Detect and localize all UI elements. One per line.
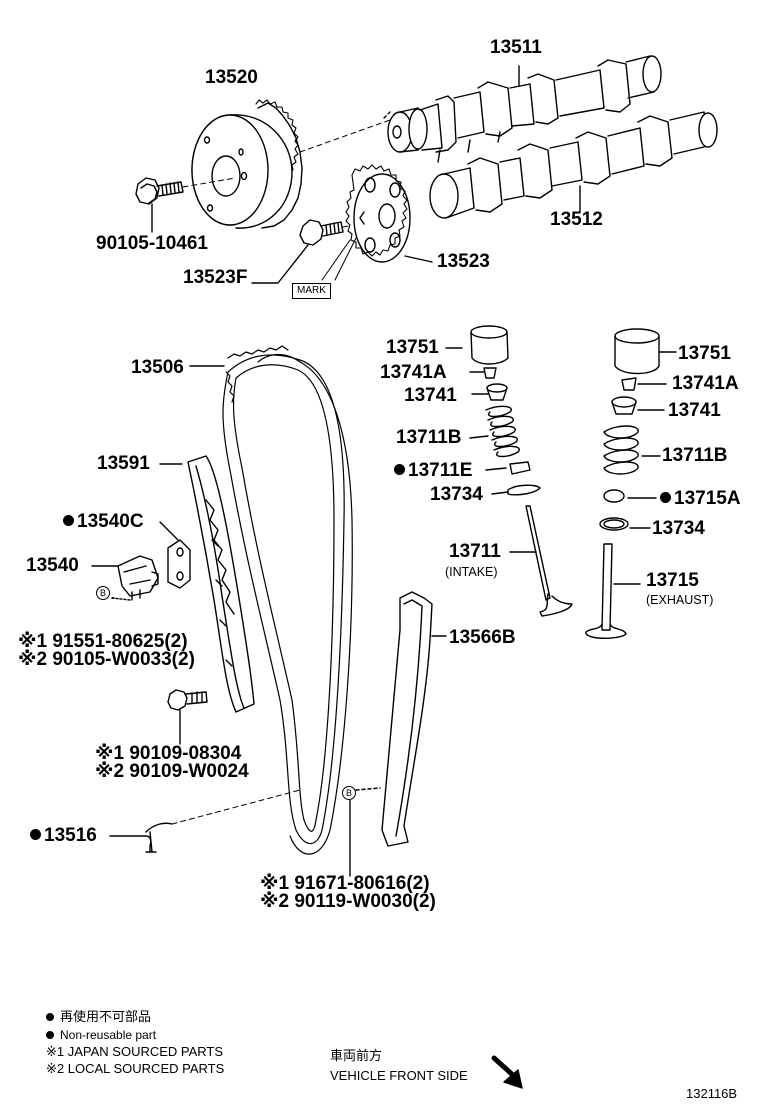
label-13540C: 13540C (63, 512, 144, 532)
label-13506: 13506 (131, 357, 184, 378)
legend-nonreuse-en: Non-reusable part (46, 1027, 156, 1043)
label-13523F: 13523F (183, 267, 248, 288)
vvt-sprocket-13520 (191, 99, 303, 229)
label-13711E-text: 13711E (408, 460, 473, 481)
label-13523: 13523 (437, 251, 490, 272)
label-13734-intake: 13734 (430, 484, 483, 505)
label-13741A-exhaust: 13741A (672, 373, 739, 394)
label-90109-W0024: ※2 90109-W0024 (95, 761, 249, 782)
label-13751-intake: 13751 (386, 337, 439, 358)
label-13711B-exhaust: 13711B (662, 445, 728, 466)
camshaft-13511 (383, 55, 662, 163)
nonreusable-dot-icon (660, 491, 671, 503)
label-13711B-intake: 13711B (396, 427, 462, 448)
bolt-90105-10461 (135, 177, 236, 233)
label-intake: (INTAKE) (445, 565, 498, 579)
label-13591: 13591 (97, 453, 150, 474)
legend-nonreuse-en-text: Non-reusable part (60, 1028, 157, 1042)
timing-chain-13506 (189, 345, 353, 855)
label-13540: 13540 (26, 555, 79, 576)
label-exhaust: (EXHAUST) (646, 593, 714, 607)
bullet-dot-icon (46, 1012, 54, 1021)
intake-valve-train (445, 325, 573, 617)
label-90105-W0033: ※2 90105-W0033(2) (18, 649, 195, 670)
label-13711: 13711 (449, 541, 501, 562)
front-arrow-icon (491, 1055, 523, 1089)
label-91551-80625: ※1 91551-80625(2) (18, 631, 188, 652)
nonreusable-dot-icon (30, 828, 41, 840)
tensioner-plate-13540C (159, 521, 191, 589)
label-90109-08304: ※1 90109-08304 (95, 743, 242, 764)
exhaust-valve-train (585, 328, 677, 639)
bolt-13523F (251, 219, 373, 284)
label-90105-10461: 90105-10461 (96, 233, 208, 254)
oil-nozzle-13516 (109, 789, 301, 853)
nonreusable-dot-icon (63, 514, 74, 526)
mark-box: MARK (292, 283, 331, 299)
label-13715: 13715 (646, 570, 699, 591)
label-13734-exhaust: 13734 (652, 518, 705, 539)
sprocket-13523 (321, 164, 433, 281)
legend-nonreuse-jp: 再使用不可部品 (46, 1009, 151, 1025)
tensioner-13540 (91, 555, 159, 601)
legend-nonreuse-jp-text: 再使用不可部品 (60, 1009, 152, 1024)
chain-slipper-13591 (159, 455, 255, 713)
figure-code: 132116B (686, 1086, 738, 1101)
label-13741-intake: 13741 (404, 385, 457, 406)
camshaft-13512 (429, 111, 718, 219)
label-13711E: 13711E (394, 461, 472, 481)
bullet-dot-icon (46, 1030, 54, 1039)
label-91671-80616: ※1 91671-80616(2) (260, 873, 430, 894)
bolt-90109 (167, 689, 208, 745)
legend-note-2: ※2 LOCAL SOURCED PARTS (46, 1061, 225, 1076)
nonreusable-dot-icon (394, 463, 405, 475)
label-13715A: 13715A (660, 489, 741, 509)
label-13566B: 13566B (449, 627, 516, 648)
label-13715A-text: 13715A (674, 488, 741, 509)
legend-front-jp: 車両前方 (330, 1048, 383, 1063)
label-13751-exhaust: 13751 (678, 343, 731, 364)
label-13520: 13520 (205, 67, 258, 88)
label-13516-text: 13516 (44, 825, 97, 846)
legend-note-1: ※1 JAPAN SOURCED PARTS (46, 1044, 224, 1059)
label-13741-exhaust: 13741 (668, 400, 721, 421)
b-marker-2: B (342, 786, 356, 800)
chain-guide-13566B (381, 591, 447, 847)
label-13741A-intake: 13741A (380, 362, 447, 383)
label-13540C-text: 13540C (77, 511, 144, 532)
label-13512: 13512 (550, 209, 603, 230)
label-90119-W0030: ※2 90119-W0030(2) (260, 891, 436, 912)
legend-front-en: VEHICLE FRONT SIDE (330, 1068, 468, 1083)
label-13511: 13511 (490, 37, 542, 58)
label-13516: 13516 (30, 826, 97, 846)
b-marker: B (96, 586, 110, 600)
